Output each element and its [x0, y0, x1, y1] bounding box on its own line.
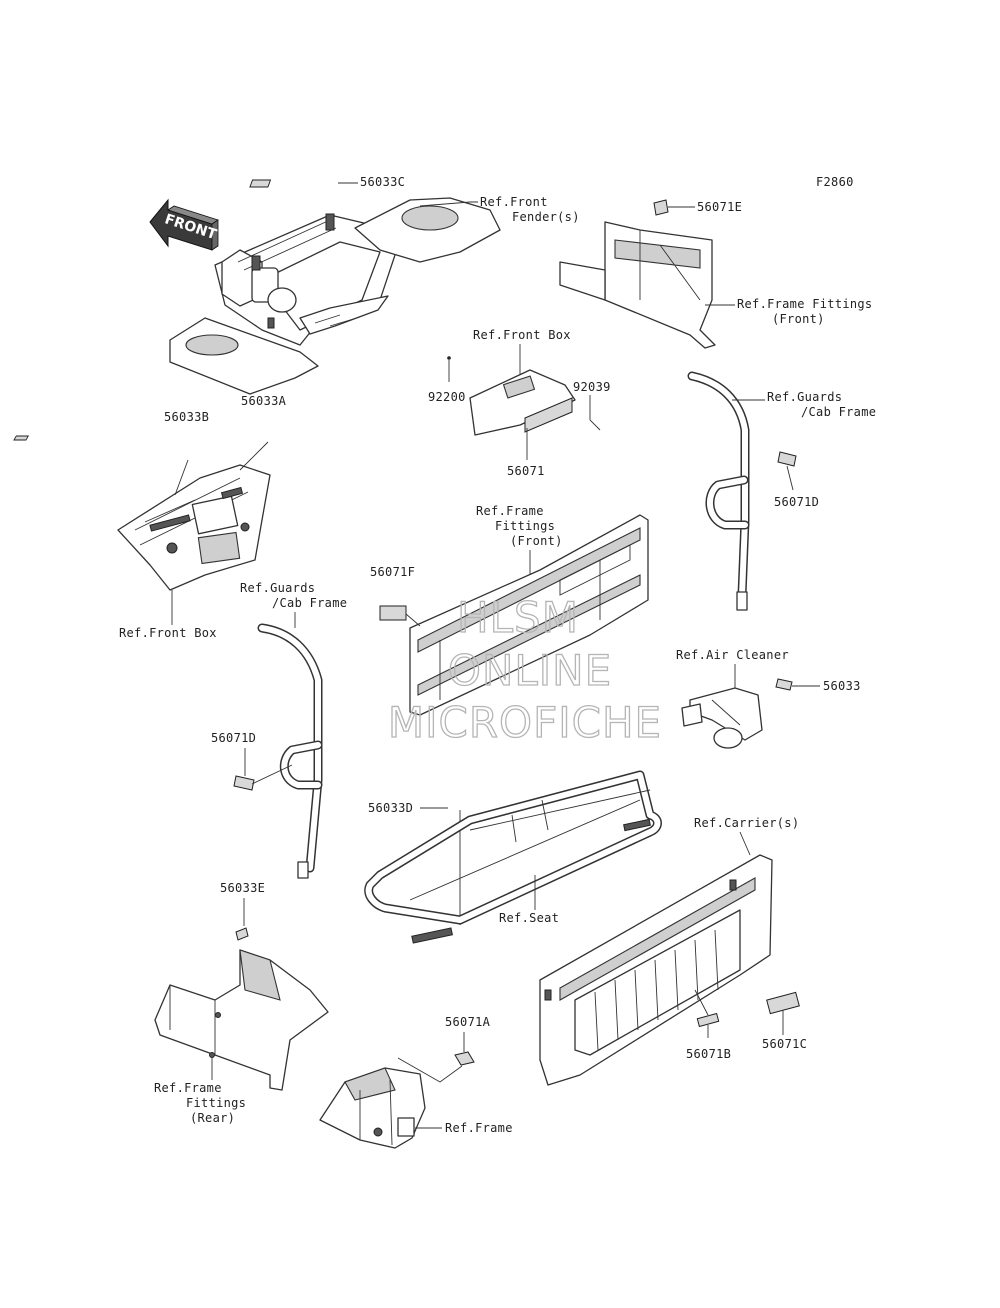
frame-rear-section [319, 1067, 426, 1149]
rear-cab-panel [409, 514, 649, 716]
decal-56071B [696, 1012, 720, 1028]
ref-guards-cab-right-line2: /Cab Frame [801, 405, 876, 419]
part-number-56071D-right: 56071D [774, 495, 819, 509]
decal-56033E [235, 927, 249, 941]
ref-front-fender-line2: Fender(s) [512, 210, 580, 224]
part-number-56071B: 56071B [686, 1047, 731, 1061]
seat-frame [364, 770, 662, 944]
ref-front-box-left: Ref.Front Box [119, 626, 217, 640]
decal-56071D-right [777, 451, 797, 467]
part-number-92200: 92200 [428, 390, 466, 404]
part-number-56071D-left: 56071D [211, 731, 256, 745]
ref-guards-cab-left-line1: Ref.Guards [240, 581, 315, 595]
part-number-56033D: 56033D [368, 801, 413, 815]
watermark-line2: ONLINE [448, 646, 612, 695]
ref-frame-fittings-front-a-line2: (Front) [772, 312, 825, 326]
decal-56033 [775, 678, 793, 691]
part-number-56033B: 56033B [164, 410, 209, 424]
ref-frame-fittings-front-a-line1: Ref.Frame Fittings [737, 297, 872, 311]
watermark-line1: HLSM [457, 593, 579, 642]
ref-air-cleaner: Ref.Air Cleaner [676, 648, 789, 662]
part-number-56033: 56033 [823, 679, 861, 693]
part-number-56071A: 56071A [445, 1015, 491, 1029]
front-floor-assembly [169, 197, 501, 395]
decal-56071D-left [233, 775, 255, 791]
part-number-56071C: 56071C [762, 1037, 807, 1051]
part-number-56033A: 56033A [241, 394, 287, 408]
part-number-56071F: 56071F [370, 565, 415, 579]
ref-frame-fittings-rear-line2: Fittings [186, 1096, 246, 1110]
ref-frame-fittings-front-b-line1: Ref.Frame [476, 504, 544, 518]
guard-cab-frame-left [257, 623, 323, 879]
ref-carriers: Ref.Carrier(s) [694, 816, 799, 830]
screw-92200 [447, 356, 451, 360]
ref-frame-fittings-rear-line1: Ref.Frame [154, 1081, 222, 1095]
part-number-56033C: 56033C [360, 175, 405, 189]
decal-56071E [653, 199, 669, 216]
ref-frame-fittings-front-b-line3: (Front) [510, 534, 563, 548]
watermark-line3: MICROFICHE [388, 698, 662, 747]
watermark: HLSM ONLINE MICROFICHE [387, 592, 662, 747]
ref-frame-fittings-front-b-line2: Fittings [495, 519, 555, 533]
decal-56071C [766, 991, 800, 1015]
decal-56071A [454, 1051, 475, 1066]
ref-frame: Ref.Frame [445, 1121, 513, 1135]
figure-id: F2860 [816, 175, 854, 189]
part-number-56071E: 56071E [697, 200, 742, 214]
ref-seat: Ref.Seat [499, 911, 559, 925]
ref-guards-cab-left-line2: /Cab Frame [272, 596, 347, 610]
front-arrow-icon: FRONT [149, 198, 219, 251]
air-cleaner [681, 687, 763, 749]
part-number-56033E: 56033E [220, 881, 265, 895]
ref-front-box-top: Ref.Front Box [473, 328, 571, 342]
front-box-lid [469, 369, 576, 436]
decal-56071F [379, 605, 407, 621]
part-number-56071: 56071 [507, 464, 545, 478]
guard-cab-frame-right [687, 371, 750, 611]
carrier-panel [539, 854, 773, 1086]
decal-56033A [13, 435, 30, 441]
ref-guards-cab-right-line1: Ref.Guards [767, 390, 842, 404]
part-number-92039: 92039 [573, 380, 611, 394]
dashboard-panel [117, 464, 271, 591]
ref-frame-fittings-rear-line3: (Rear) [190, 1111, 235, 1125]
ref-front-fender-line1: Ref.Front [480, 195, 548, 209]
decal-56033C [249, 179, 272, 188]
frame-fittings-front-upper [559, 221, 716, 349]
frame-fittings-rear [154, 949, 329, 1091]
